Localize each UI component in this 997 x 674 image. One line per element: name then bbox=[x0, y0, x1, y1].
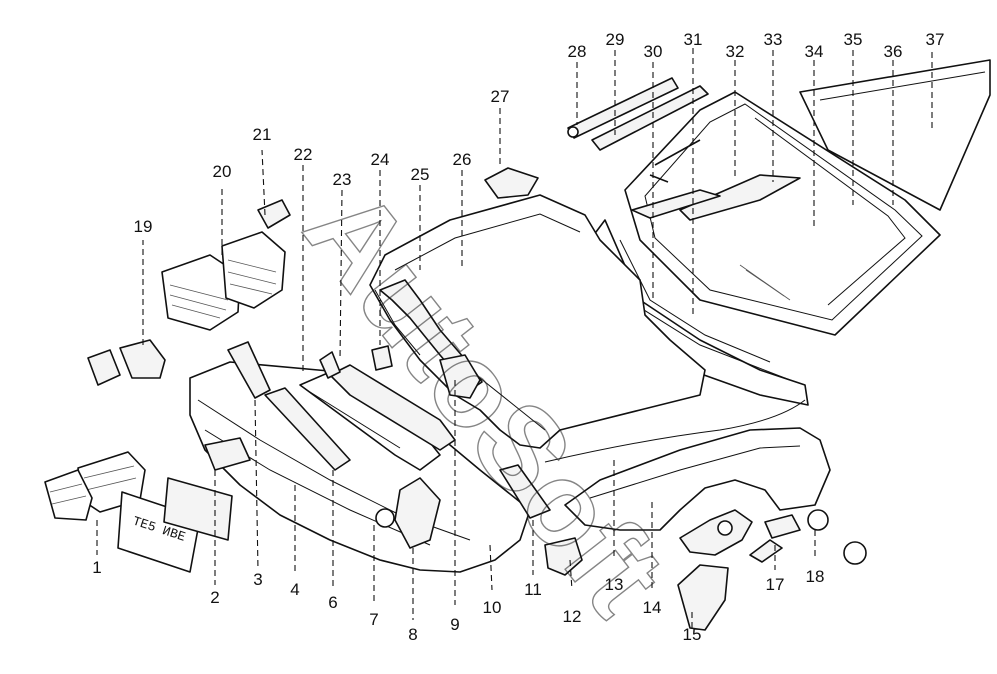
headlamps bbox=[161, 199, 291, 331]
callout-9: 9 bbox=[450, 615, 459, 634]
bumper-stays bbox=[227, 341, 583, 576]
callout-24: 24 bbox=[371, 150, 390, 169]
number-plate: ТЕ5 ИВЕ bbox=[117, 437, 251, 573]
callout-19: 19 bbox=[134, 217, 153, 236]
callout-8: 8 bbox=[408, 625, 417, 644]
callout-12: 12 bbox=[563, 607, 582, 626]
callout-14: 14 bbox=[643, 598, 662, 617]
roof-strips bbox=[567, 77, 709, 151]
callout-23: 23 bbox=[333, 170, 352, 189]
callout-22: 22 bbox=[294, 145, 313, 164]
callout-11: 11 bbox=[524, 580, 542, 599]
callout-10: 10 bbox=[483, 598, 502, 617]
callout-1: 1 bbox=[92, 558, 101, 577]
callout-29: 29 bbox=[606, 30, 625, 49]
leader-lines bbox=[96, 48, 933, 628]
callout-numbers: 1 2 3 4 6 7 8 9 10 11 12 13 14 15 17 18 … bbox=[92, 30, 944, 644]
callout-21: 21 bbox=[253, 125, 272, 144]
callout-31: 31 bbox=[684, 30, 703, 49]
callout-3: 3 bbox=[253, 570, 262, 589]
wheel-arch-liner bbox=[677, 509, 753, 631]
hood-hinge bbox=[484, 167, 539, 199]
callout-15: 15 bbox=[683, 625, 702, 644]
callout-35: 35 bbox=[844, 30, 863, 49]
callout-32: 32 bbox=[726, 42, 745, 61]
callout-30: 30 bbox=[644, 42, 663, 61]
callout-17: 17 bbox=[766, 575, 785, 594]
callout-6: 6 bbox=[328, 593, 337, 612]
callout-26: 26 bbox=[453, 150, 472, 169]
callout-18: 18 bbox=[806, 567, 825, 586]
callout-36: 36 bbox=[884, 42, 903, 61]
callout-28: 28 bbox=[568, 42, 587, 61]
fog-lamps bbox=[44, 339, 166, 521]
side-repeater bbox=[749, 509, 867, 565]
callout-27: 27 bbox=[491, 87, 510, 106]
windshield-assembly bbox=[624, 59, 991, 336]
callout-2: 2 bbox=[210, 588, 219, 607]
callout-37: 37 bbox=[926, 30, 945, 49]
callout-4: 4 bbox=[290, 580, 299, 599]
callout-13: 13 bbox=[605, 575, 624, 594]
callout-33: 33 bbox=[764, 30, 783, 49]
release-cable bbox=[544, 399, 806, 463]
front-wing bbox=[564, 427, 831, 531]
callout-7: 7 bbox=[369, 610, 378, 629]
callout-20: 20 bbox=[213, 162, 232, 181]
callout-25: 25 bbox=[411, 165, 430, 184]
callout-34: 34 bbox=[805, 42, 824, 61]
